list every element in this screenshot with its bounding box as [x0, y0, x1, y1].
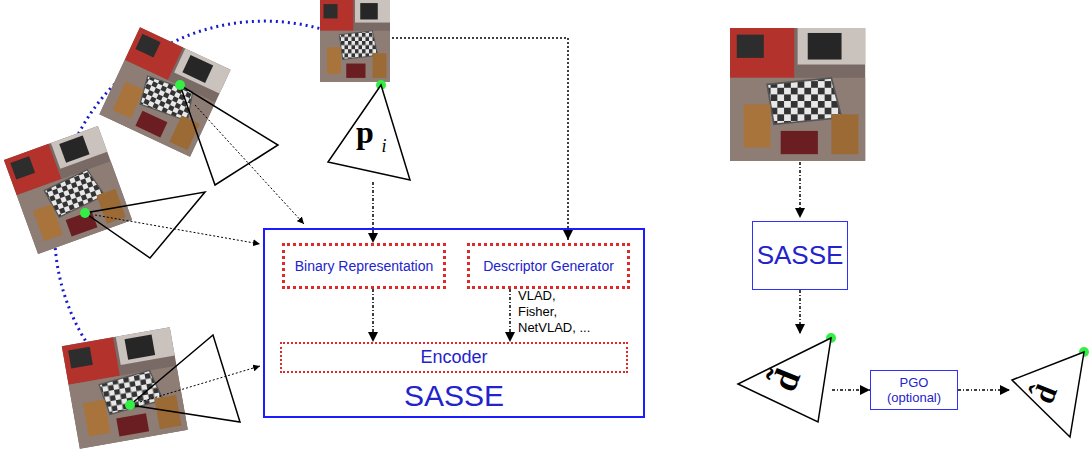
input-arrow [95, 215, 260, 244]
triangle-outline [328, 85, 410, 180]
method-list: VLAD, Fisher, NetVLAD, ... [518, 288, 594, 336]
camera-center-dot [125, 400, 135, 410]
input-photo [4, 126, 132, 254]
refined-pose-triangle: d̂ [1010, 348, 1086, 440]
submodule-box: Descriptor Generator [467, 243, 630, 289]
triangle-outline [1012, 352, 1084, 437]
dotted-arrow [509, 289, 511, 342]
input-arrow [195, 105, 304, 224]
node-text: Binary Representation [285, 246, 443, 286]
pgo-box: PGO (optional) [870, 370, 958, 410]
input-arrow [140, 366, 260, 402]
node-text: PGO (optional) [875, 371, 953, 409]
node-text: Descriptor Generator [470, 246, 627, 286]
camera-frustum [85, 192, 205, 258]
estimated-pose-triangle: d̃ [736, 334, 832, 424]
camera-center-dot [175, 80, 185, 90]
dotted-arrow [832, 389, 870, 391]
query-arrow [799, 162, 801, 218]
input-photo [99, 27, 230, 156]
query-photo [730, 28, 865, 161]
sasse-box: SASSE [752, 221, 848, 290]
node-text: SASSE [753, 222, 847, 289]
camera-frustum [130, 335, 240, 422]
submodule-box: Binary Representation [282, 243, 446, 289]
image-arrow [392, 38, 568, 240]
triangle-outline [738, 338, 831, 422]
input-photo [320, 0, 390, 82]
dotted-arrow [372, 289, 374, 342]
camera-frustum [180, 85, 278, 185]
node-text: p [348, 112, 382, 152]
node-text: i [376, 136, 392, 156]
node-text: SASSE [265, 378, 643, 414]
camera-pose-triangle: pi [326, 84, 412, 182]
dotted-arrow [799, 290, 801, 334]
dotted-arrow [958, 389, 1010, 391]
node-text: Encoder [282, 344, 626, 371]
encoder-box: Encoder [280, 342, 628, 373]
input-photo [62, 327, 188, 448]
camera-center-dot [80, 208, 90, 218]
dotted-arrow [372, 182, 374, 243]
